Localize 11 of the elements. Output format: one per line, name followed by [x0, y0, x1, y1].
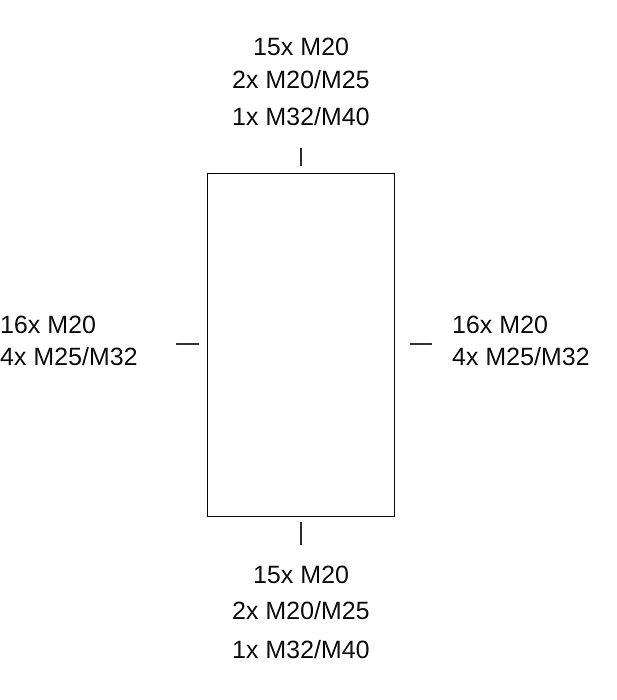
cable-entry-label: 16x M20 — [452, 310, 548, 340]
enclosure-box — [207, 173, 395, 517]
cable-entry-label: 15x M20 — [253, 32, 349, 62]
cable-entry-label: 1x M32/M40 — [232, 635, 370, 665]
cable-entry-label: 4x M25/M32 — [452, 342, 590, 372]
cable-entry-label: 2x M20/M25 — [232, 596, 370, 626]
cable-entry-label: 2x M20/M25 — [232, 65, 370, 95]
cable-entry-label: 4x M25/M32 — [0, 342, 138, 372]
cable-entry-label: 15x M20 — [253, 560, 349, 590]
cable-entry-label: 1x M32/M40 — [232, 102, 370, 132]
cable-entry-label: 16x M20 — [0, 310, 96, 340]
